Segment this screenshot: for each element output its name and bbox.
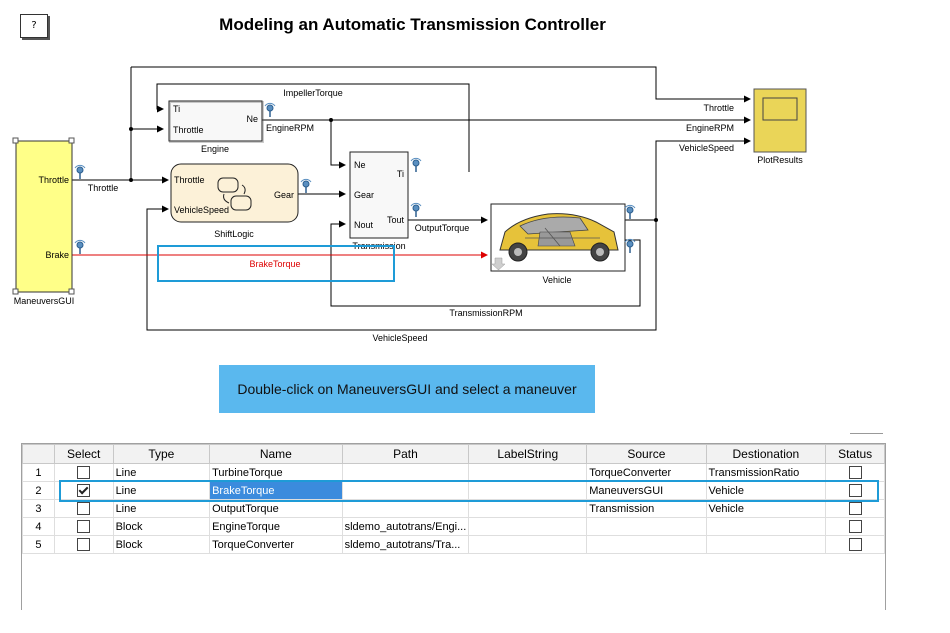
svg-text:Throttle: Throttle (174, 175, 205, 185)
port-throttle-label: Throttle (38, 175, 69, 185)
select-checkbox[interactable] (77, 502, 91, 515)
maneuvers-block-name: ManeuversGUI (14, 296, 75, 306)
maneuver-hint-banner: Double-click on ManeuversGUI and select … (219, 365, 595, 413)
signal-table-panel: Select Type Name Path LabelString Source… (21, 443, 886, 610)
svg-text:EngineRPM: EngineRPM (686, 123, 734, 133)
shiftlogic-block-name: ShiftLogic (214, 229, 254, 239)
brake-torque-highlight (157, 245, 395, 282)
svg-text:Ne: Ne (246, 114, 258, 124)
svg-text:ImpellerTorque: ImpellerTorque (283, 88, 343, 98)
col-header-path[interactable]: Path (341, 444, 470, 464)
car-cutaway-icon (499, 213, 619, 262)
maneuvers-gui-block[interactable]: Throttle Brake ManeuversGUI (12, 137, 75, 306)
svg-text:Gear: Gear (354, 190, 374, 200)
table-row[interactable]: 5 Block TorqueConverter sldemo_autotrans… (22, 535, 885, 554)
vehicle-block-name: Vehicle (542, 275, 571, 285)
vehicle-block[interactable]: Vehicle (490, 203, 626, 285)
svg-text:Ne: Ne (354, 160, 366, 170)
table-header: Select Type Name Path LabelString Source… (22, 444, 885, 464)
table-row[interactable]: 3 Line OutputTorque Transmission Vehicle (22, 499, 885, 518)
svg-text:Throttle: Throttle (88, 183, 119, 193)
svg-text:TransmissionRPM: TransmissionRPM (449, 308, 522, 318)
svg-text:Gear: Gear (274, 190, 294, 200)
col-header-labelstring[interactable]: LabelString (468, 444, 588, 464)
svg-text:Tout: Tout (387, 215, 405, 225)
col-header-source[interactable]: Source (586, 444, 707, 464)
scroll-indicator (850, 433, 883, 434)
svg-text:OutputTorque: OutputTorque (415, 223, 470, 233)
engine-block-name: Engine (201, 144, 229, 154)
transmission-block[interactable]: Ne Gear Nout Ti Tout Transmission (349, 151, 409, 251)
col-header-select[interactable]: Select (53, 444, 114, 464)
plotresults-block-name: PlotResults (757, 155, 803, 165)
signal-table: Select Type Name Path LabelString Source… (22, 444, 885, 554)
col-header-index (22, 444, 55, 464)
col-header-status[interactable]: Status (825, 444, 885, 464)
table-row[interactable]: 1 Line TurbineTorque TorqueConverter Tra… (22, 463, 885, 482)
status-checkbox[interactable] (848, 484, 862, 497)
table-row[interactable]: 4 Block EngineTorque sldemo_autotrans/En… (22, 517, 885, 536)
svg-text:VehicleSpeed: VehicleSpeed (174, 205, 229, 215)
col-header-type[interactable]: Type (112, 444, 211, 464)
select-checkbox[interactable] (77, 484, 91, 497)
engine-block[interactable]: Ti Throttle Ne Engine (168, 100, 264, 154)
table-row[interactable]: 2 Line BrakeTorque ManeuversGUI Vehicle (22, 481, 885, 500)
help-button[interactable]: ? (20, 14, 48, 38)
brake-torque-signal-label: BrakeTorque (249, 259, 300, 269)
svg-text:VehicleSpeed: VehicleSpeed (372, 333, 427, 343)
svg-text:Ti: Ti (397, 169, 404, 179)
status-checkbox[interactable] (848, 466, 862, 479)
svg-text:EngineRPM: EngineRPM (266, 123, 314, 133)
page-title: Modeling an Automatic Transmission Contr… (219, 15, 606, 34)
col-header-destination[interactable]: Destionation (705, 444, 827, 464)
svg-text:Throttle: Throttle (703, 103, 734, 113)
svg-text:Nout: Nout (354, 220, 374, 230)
shiftlogic-block[interactable]: Throttle VehicleSpeed Gear ShiftLogic (170, 163, 299, 239)
svg-text:VehicleSpeed: VehicleSpeed (679, 143, 734, 153)
svg-text:Throttle: Throttle (173, 125, 204, 135)
select-checkbox[interactable] (77, 538, 91, 551)
svg-text:Ti: Ti (173, 104, 180, 114)
select-checkbox[interactable] (77, 520, 91, 533)
select-checkbox[interactable] (77, 466, 91, 479)
status-checkbox[interactable] (848, 502, 862, 515)
status-checkbox[interactable] (848, 520, 862, 533)
status-checkbox[interactable] (848, 538, 862, 551)
down-arrow-icon (491, 257, 506, 271)
simulink-diagram: Throttle Brake ManeuversGUI Ti Throttle … (12, 66, 807, 343)
port-brake-label: Brake (45, 250, 69, 260)
plotresults-scope-block[interactable]: PlotResults (753, 88, 807, 165)
col-header-name[interactable]: Name (209, 444, 343, 464)
